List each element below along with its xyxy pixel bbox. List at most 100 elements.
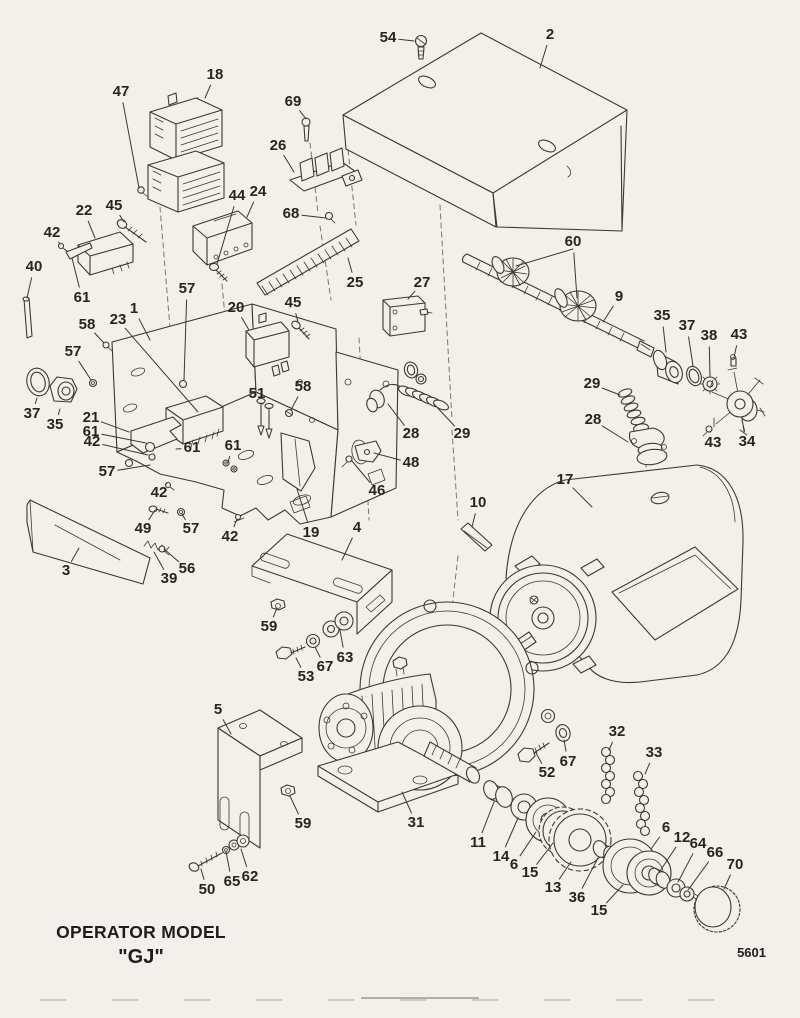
callout-leader [602, 305, 614, 323]
callout-leader [687, 861, 709, 891]
part-callout-68: 68 [283, 205, 300, 222]
callout-leader [233, 518, 238, 528]
chain-33 [632, 770, 651, 837]
part-callout-14: 14 [493, 848, 510, 865]
bracket-5 [217, 709, 303, 849]
part-callout-23: 23 [110, 311, 127, 328]
part-callout-43: 43 [731, 326, 748, 343]
callout-leader [339, 629, 344, 648]
part-callout-67: 67 [560, 753, 577, 770]
part-callout-35: 35 [654, 307, 671, 324]
part-callout-29: 29 [584, 375, 601, 392]
callout-leader [401, 791, 412, 814]
part-callout-22: 22 [76, 202, 93, 219]
callout-leader [296, 488, 309, 523]
screw-42a [57, 242, 68, 252]
part-callout-67: 67 [317, 658, 334, 675]
callout-leader [387, 403, 405, 426]
part-callout-10: 10 [470, 494, 487, 511]
terminal-strip-25 [256, 228, 360, 296]
part-callout-57: 57 [179, 280, 196, 297]
part-callout-63: 63 [337, 649, 354, 666]
part-callout-28: 28 [585, 411, 602, 428]
part-callout-11: 11 [470, 834, 486, 851]
part-callout-57: 57 [183, 520, 200, 537]
circuit-breaker-27 [382, 295, 433, 337]
callout-leader [295, 657, 302, 668]
callout-leader [644, 762, 651, 775]
worm-shaft-assembly [461, 253, 655, 358]
part-callout-34: 34 [739, 433, 756, 450]
callout-leader [601, 425, 629, 443]
part-callout-57: 57 [65, 343, 82, 360]
star-washer-38 [699, 373, 721, 395]
part-callout-42: 42 [151, 484, 168, 501]
chain-32 [600, 746, 616, 805]
part-callout-3: 3 [62, 562, 70, 579]
washer-65 [221, 845, 231, 855]
bushing-35a [49, 376, 78, 403]
part-callout-61: 61 [225, 437, 242, 454]
screw-49 [148, 505, 169, 514]
pin-40 [22, 296, 33, 339]
callout-leader [153, 551, 165, 570]
micro-switch-20 [245, 312, 290, 377]
callout-leader [677, 853, 694, 883]
chassis-screws [88, 341, 245, 523]
part-callout-36: 36 [569, 889, 586, 906]
callout-leader [733, 345, 738, 358]
gearbox-assembly [317, 599, 556, 813]
part-callout-59: 59 [261, 618, 278, 635]
part-callout-42: 42 [44, 224, 61, 241]
callout-leader [181, 513, 186, 521]
part-callout-35: 35 [47, 416, 64, 433]
callout-leader [341, 537, 353, 561]
screw-46 [341, 455, 353, 468]
part-callout-15: 15 [591, 902, 608, 919]
bolt-53 [275, 644, 306, 660]
screw-69 [301, 117, 311, 142]
part-callout-40: 40 [26, 258, 43, 275]
part-callout-20: 20 [228, 299, 245, 316]
callout-leader [216, 206, 235, 265]
callout-leader [347, 257, 353, 273]
callout-leader [536, 842, 554, 865]
callout-leader [471, 513, 476, 528]
bushing-11 [483, 780, 513, 808]
callout-leader [723, 874, 731, 890]
fan-34 [709, 367, 766, 436]
part-callout-17: 17 [557, 471, 574, 488]
callout-leader [71, 257, 80, 288]
part-callout-27: 27 [414, 274, 431, 291]
nut-59b [280, 784, 296, 797]
part-callout-2: 2 [546, 26, 554, 43]
screw-54 [414, 34, 428, 60]
screw-58b [284, 408, 294, 418]
callout-leader [650, 836, 661, 850]
callout-leader [373, 452, 401, 461]
callout-leader [572, 487, 593, 508]
callout-leader [117, 464, 151, 471]
part-callout-15: 15 [522, 864, 539, 881]
control-box-24 [192, 210, 253, 266]
contact-pins-51 [256, 397, 274, 439]
conduit-28a-29a [366, 383, 449, 413]
screw-44 [208, 262, 228, 282]
part-callout-65: 65 [224, 873, 241, 890]
part-callout-62: 62 [242, 868, 259, 885]
terminal-block-26 [289, 147, 363, 192]
callout-leader [227, 456, 231, 463]
part-callout-5: 5 [214, 701, 222, 718]
callout-leader [165, 482, 168, 485]
conduit-28b-29b [617, 388, 668, 466]
part-callout-32: 32 [609, 723, 626, 740]
part-callout-38: 38 [701, 327, 718, 344]
callout-leader [58, 241, 61, 245]
callout-leader [26, 277, 33, 299]
callout-leader [119, 214, 125, 223]
callout-leader [539, 45, 548, 69]
part-callout-42: 42 [84, 433, 101, 450]
callout-leader [225, 851, 231, 872]
callout-leader [204, 84, 212, 99]
part-callout-58: 58 [295, 378, 312, 395]
